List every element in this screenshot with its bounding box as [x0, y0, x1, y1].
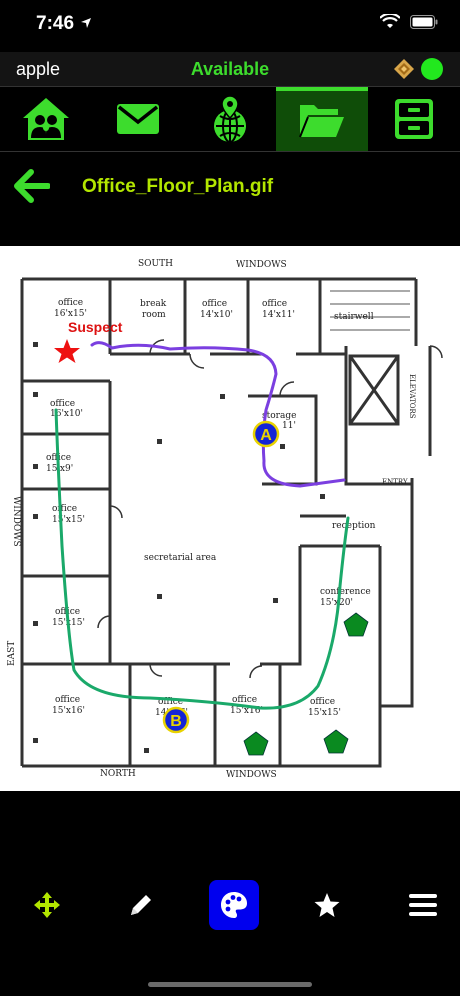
label-windows-top: WINDOWS — [236, 260, 287, 270]
room-office-b2: office — [158, 697, 183, 707]
floor-plan: SOUTH WINDOWS NORTH WINDOWS WINDOWS EAST… — [7, 259, 443, 780]
star-icon — [314, 893, 340, 917]
room-office-tl: office — [58, 298, 83, 308]
suspect-label: Suspect — [68, 319, 123, 335]
palette-icon — [221, 892, 247, 918]
pentagon-marker-icon — [343, 612, 369, 637]
label-east: EAST — [7, 641, 17, 666]
menu-icon — [409, 894, 437, 916]
marker-a: A — [252, 420, 280, 448]
green-drawn-path — [54, 408, 350, 710]
room-conference: conference — [320, 587, 371, 597]
label-windows-left: WINDOWS — [11, 496, 21, 547]
marker-b: B — [162, 706, 190, 734]
room-office-left3: office — [52, 504, 77, 514]
file-title-bar: Office_Floor_Plan.gif — [0, 152, 460, 220]
tab-family-home[interactable] — [0, 87, 92, 151]
room-break: break — [140, 299, 167, 309]
file-cabinet-icon — [395, 99, 433, 139]
user-name: apple — [16, 59, 61, 79]
room-office-b4: office — [310, 697, 335, 707]
label-entry: ENTRY — [382, 478, 408, 486]
room-storage: storage — [262, 411, 296, 421]
label-elevators: ELEVATORS — [408, 374, 416, 419]
room-office-b3: office — [232, 695, 257, 705]
folder-open-icon — [299, 105, 344, 138]
family-home-icon — [23, 98, 69, 140]
marker-b-label: B — [170, 713, 182, 730]
room-break-2: room — [142, 310, 166, 320]
purple-drawn-path — [90, 341, 346, 488]
pentagon-marker-icon — [243, 731, 269, 756]
room-office-4-size: 14'x11' — [262, 310, 295, 320]
online-status-dot — [421, 58, 443, 80]
room-office-3-size: 14'x10' — [200, 310, 233, 320]
wifi-icon — [380, 14, 400, 28]
room-storage-size: 11' — [282, 421, 296, 431]
file-title: Office_Floor_Plan.gif — [82, 176, 274, 197]
tab-file-cabinet[interactable] — [368, 87, 460, 151]
presence-row: apple Available — [0, 52, 460, 86]
tab-mail[interactable] — [92, 87, 184, 151]
status-icons — [380, 14, 438, 30]
room-stairwell: stairwell — [334, 312, 374, 322]
battery-icon — [410, 15, 438, 29]
room-office-3: office — [202, 299, 227, 309]
palette-tool-button[interactable] — [209, 880, 259, 930]
status-bar: 7:46 — [0, 0, 460, 50]
room-office-b1: office — [55, 695, 80, 705]
status-time: 7:46 — [36, 13, 75, 34]
home-indicator[interactable] — [148, 982, 312, 987]
room-office-left1: office — [50, 399, 75, 409]
map-globe-icon — [214, 95, 246, 143]
mail-icon — [117, 104, 159, 134]
room-reception: reception — [332, 521, 376, 531]
diamond-status-icon — [394, 59, 414, 79]
pentagon-marker-icon — [323, 729, 349, 754]
main-nav — [0, 86, 460, 152]
room-office-b3-size: 15'x16' — [230, 706, 263, 716]
back-arrow-icon[interactable] — [14, 169, 50, 203]
star-tool-button[interactable] — [302, 880, 352, 930]
tab-map[interactable] — [184, 87, 276, 151]
room-office-left1-size: 16'x10' — [50, 409, 83, 419]
availability-status[interactable]: Available — [190, 59, 270, 79]
location-arrow-icon — [81, 18, 91, 28]
pencil-icon — [131, 895, 151, 915]
suspect-star-icon — [54, 339, 80, 363]
tab-files[interactable] — [276, 87, 368, 151]
label-south: SOUTH — [138, 259, 173, 269]
move-arrows-icon — [34, 892, 60, 918]
room-office-b1-size: 15'x16' — [52, 706, 85, 716]
room-office-tl-size: 16'x15' — [54, 309, 87, 319]
marker-a-label: A — [260, 427, 272, 444]
room-office-left3-size: 15'x15' — [52, 515, 85, 525]
pencil-tool-button[interactable] — [116, 880, 166, 930]
label-north: NORTH — [100, 769, 136, 779]
room-office-4: office — [262, 299, 287, 309]
room-office-b4-size: 15'x15' — [308, 708, 341, 718]
label-windows-bottom: WINDOWS — [226, 770, 277, 780]
menu-button[interactable] — [398, 880, 448, 930]
room-secretarial: secretarial area — [144, 553, 217, 563]
move-tool-button[interactable] — [22, 880, 72, 930]
drawing-toolbar — [0, 876, 460, 936]
floor-plan-image[interactable]: SOUTH WINDOWS NORTH WINDOWS WINDOWS EAST… — [0, 246, 460, 791]
room-conference-size: 15'x20' — [320, 598, 353, 608]
